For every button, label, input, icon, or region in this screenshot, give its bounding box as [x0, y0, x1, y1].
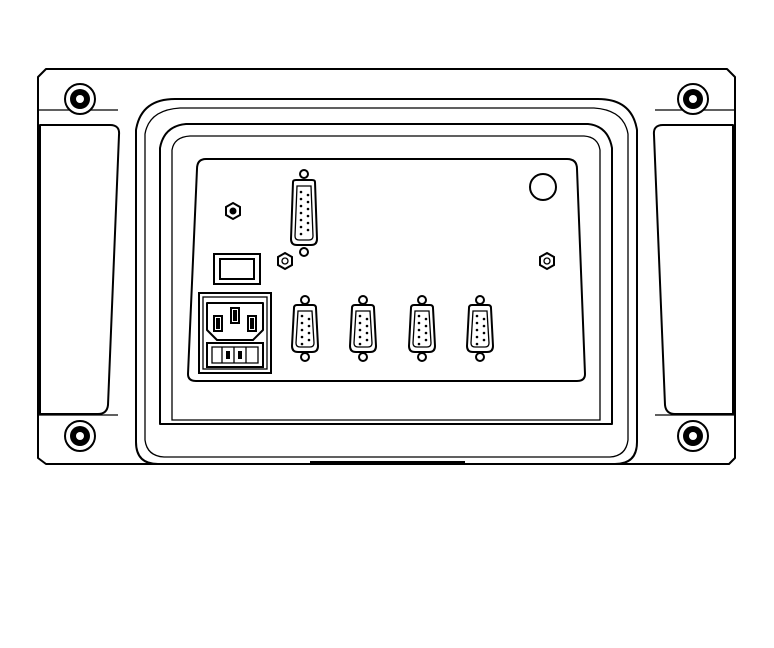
- db9-connector: [408, 295, 436, 362]
- db15-connector: [290, 169, 318, 257]
- ground-post-hex: [225, 201, 241, 221]
- middle-bezel: [144, 107, 629, 458]
- db9-connector: [291, 295, 319, 362]
- mounting-screw: [677, 420, 709, 452]
- ground-post-hex: [277, 251, 293, 271]
- db9-connector: [466, 295, 494, 362]
- left-vent-grille: [39, 124, 121, 415]
- mounting-screw: [64, 420, 96, 452]
- housing-outline: [37, 68, 736, 465]
- round-port-cover: [529, 173, 557, 201]
- connector-plate: [187, 158, 586, 382]
- power-inlet-iec: [198, 292, 272, 374]
- fuse-holder: [206, 342, 264, 368]
- inner-bezel: [159, 123, 613, 425]
- ground-post-hex: [539, 251, 555, 271]
- right-vent-grille: [652, 124, 734, 415]
- power-rocker-switch: [213, 253, 261, 285]
- db9-connector: [349, 295, 377, 362]
- mounting-screw: [677, 83, 709, 115]
- mounting-screw: [64, 83, 96, 115]
- outer-bezel: [135, 98, 638, 465]
- inner-bezel-2: [171, 135, 601, 421]
